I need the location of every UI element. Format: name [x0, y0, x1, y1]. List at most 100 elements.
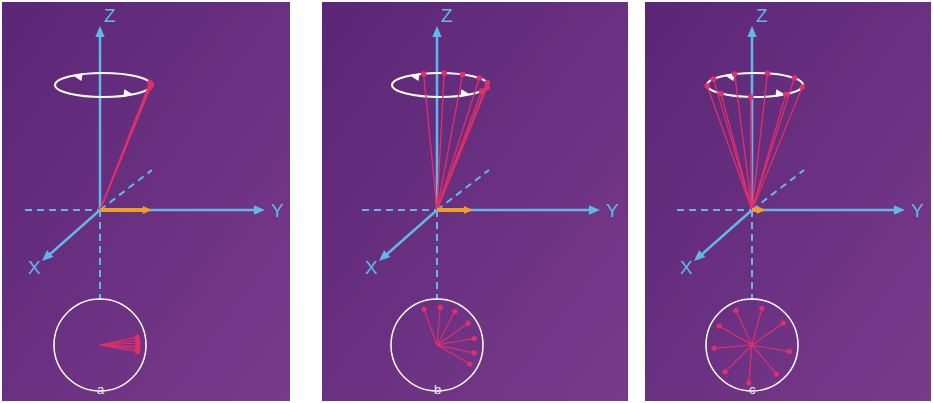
spin-tip — [765, 71, 771, 77]
projection-vector — [725, 345, 752, 372]
spin-vector — [424, 74, 437, 210]
projection-tip — [712, 346, 717, 351]
spin-tip — [460, 72, 466, 78]
projection-tip — [135, 349, 140, 354]
y-axis — [752, 209, 897, 212]
spin-tip — [748, 94, 754, 100]
spin-vector — [751, 97, 752, 210]
projection-vector — [752, 345, 789, 352]
spin-vector — [100, 84, 151, 210]
axis-dashed — [362, 209, 437, 211]
spin-vector — [100, 86, 151, 210]
spin-tip — [792, 75, 798, 81]
axis-dashed — [25, 209, 100, 211]
panel-ground — [2, 2, 290, 401]
spin-tip — [421, 71, 427, 77]
arrow-head — [589, 205, 600, 214]
y-axis — [100, 209, 257, 212]
projection-vector — [736, 311, 752, 345]
spin-vector — [437, 91, 482, 210]
arrow-head — [894, 205, 905, 214]
net-magnetization — [437, 208, 465, 212]
projection-vector — [437, 345, 474, 353]
spin-tip — [441, 70, 447, 76]
projection-vector — [714, 345, 752, 348]
panel-letter: a — [97, 383, 104, 396]
projection-vector — [749, 345, 752, 383]
x-axis — [700, 210, 752, 256]
arrow-head — [410, 73, 420, 81]
projection-circle — [706, 299, 798, 391]
y-axis — [437, 209, 592, 212]
axis-label: Y — [606, 201, 619, 220]
spin-tip — [718, 91, 724, 97]
projection-vector — [437, 338, 474, 345]
spin-tip — [732, 71, 738, 77]
axis-label: X — [680, 258, 693, 277]
spin-tip — [704, 83, 710, 89]
axis-label: Z — [756, 6, 768, 25]
arrow-head — [143, 206, 152, 214]
spin-tip — [479, 88, 485, 94]
spin-tip — [148, 83, 154, 89]
panel-ground — [645, 2, 931, 401]
arrow-head — [42, 250, 53, 261]
projection-tip — [452, 309, 457, 314]
spin-vector — [437, 83, 487, 210]
projection-tip — [421, 307, 426, 312]
projection-vector — [752, 323, 783, 345]
precession-path — [392, 73, 488, 97]
panel-letter: b — [434, 383, 441, 396]
spin-tip — [484, 85, 490, 91]
spin-vector — [721, 93, 752, 210]
arrow-head — [464, 206, 473, 214]
arrow-head — [254, 205, 265, 214]
axis-label: X — [365, 258, 378, 277]
projection-circle — [391, 299, 483, 391]
projection-tip — [467, 361, 472, 366]
projection-vector — [752, 345, 776, 374]
spin-vector — [437, 87, 487, 210]
projection-circle — [54, 299, 146, 391]
projection-tip — [723, 369, 728, 374]
panel-letter: c — [749, 383, 756, 396]
arrow-head — [460, 89, 470, 97]
x-axis — [48, 210, 100, 256]
projection-vector — [100, 345, 137, 352]
projection-vector — [437, 311, 455, 345]
spin-vector — [752, 94, 786, 210]
z-axis — [751, 36, 754, 210]
z-axis — [99, 36, 102, 210]
axis-dashed — [99, 210, 101, 300]
projection-vector — [437, 345, 470, 364]
spin-tip — [711, 76, 717, 82]
arrow-head — [757, 206, 766, 214]
precession-path — [55, 73, 151, 97]
spin-vector — [735, 74, 752, 210]
projection-tip — [472, 336, 477, 341]
projection-tip — [733, 308, 738, 313]
spin-tip — [799, 84, 805, 90]
spin-vector — [713, 79, 752, 210]
net-magnetization — [100, 208, 144, 212]
spin-vector — [100, 87, 150, 210]
arrow-head — [694, 250, 705, 261]
axis-label: Y — [271, 201, 284, 220]
projection-vector — [100, 337, 137, 345]
axis-dashed — [677, 209, 752, 211]
axis-label: Y — [911, 201, 924, 220]
axis-label: Z — [104, 6, 116, 25]
arrow-head — [95, 26, 104, 37]
projection-tip — [781, 321, 786, 326]
panel-ground — [322, 2, 628, 401]
spin-tip — [477, 75, 483, 81]
projection-vector — [424, 309, 437, 345]
spin-tip — [783, 91, 789, 97]
axis-dashed — [436, 210, 438, 300]
axis-dashed — [751, 210, 753, 300]
projection-tip — [438, 305, 443, 310]
arrow-head — [432, 26, 441, 37]
spin-vector — [752, 87, 802, 210]
projection-tip — [774, 372, 779, 377]
